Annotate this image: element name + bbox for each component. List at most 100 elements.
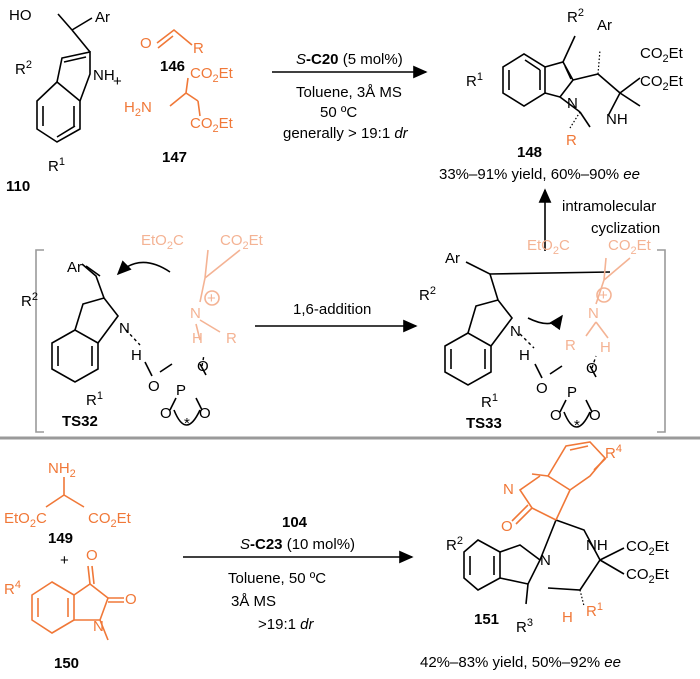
- ts33-oxygen-1: O: [536, 380, 548, 397]
- ts33-chiral-star: *: [574, 417, 580, 434]
- ts32-oxygen-3: O: [160, 405, 172, 422]
- product-aryl-label: Ar: [597, 17, 612, 34]
- ts32-hydrogen: H: [131, 347, 142, 364]
- ts32-chiral-star: *: [184, 415, 190, 432]
- ts32-r-label: R: [226, 330, 237, 347]
- ts33-ester-right: CO2Et: [608, 237, 652, 257]
- aryl-label: Ar: [95, 9, 110, 26]
- ts32-label: TS32: [62, 413, 98, 430]
- ts33-structure: [444, 257, 631, 428]
- ts33-phosphorus: P: [567, 384, 577, 401]
- ts32-iminium-h: H: [192, 330, 203, 347]
- isatin-r4: R4: [4, 579, 21, 598]
- ts33-iminium-n: N: [588, 305, 599, 322]
- ts32-aryl: Ar: [67, 259, 82, 276]
- product-nh-label: NH: [606, 111, 628, 128]
- top-condition-dr: generally > 19:1 dr: [283, 125, 409, 142]
- compound-110-label: 110: [6, 178, 30, 195]
- ts32-iminium-n: N: [190, 305, 201, 322]
- oxindole-nitrogen: N: [503, 481, 514, 498]
- ts32-r2: R2: [21, 291, 38, 310]
- ts33-aryl: Ar: [445, 250, 460, 267]
- compound-146-label: 146: [160, 58, 185, 75]
- oxindole-oxygen: O: [501, 518, 513, 535]
- ts-bracket-frame: [35, 249, 666, 433]
- ester-label-top: CO2Et: [190, 65, 234, 85]
- ts33-iminium-h: H: [600, 339, 611, 356]
- ts32-positive-charge: [204, 290, 220, 306]
- ts32-oxygen-1: O: [148, 378, 160, 395]
- ester-label-bottom: CO2Et: [190, 115, 234, 135]
- aldehyde-oxygen: O: [140, 35, 152, 52]
- b149-ester-left: EtO2C: [4, 510, 47, 530]
- top-condition-solvent: Toluene, 3Å MS: [296, 84, 402, 101]
- cyclization-label-2: cyclization: [591, 220, 660, 237]
- product-r1: R1: [586, 601, 603, 620]
- bottom-plus-sign: +: [60, 552, 69, 569]
- ts32-ester-right: CO2Et: [220, 232, 264, 252]
- hydroxy-label: HO: [9, 7, 32, 24]
- top-catalyst: S-C20 (5 mol%): [296, 51, 403, 68]
- product-r3: R3: [516, 617, 533, 636]
- compound-104-label: 104: [282, 514, 308, 531]
- product-n-label: N: [567, 95, 578, 112]
- compound-150-label: 150: [54, 655, 79, 672]
- product-ester-2: CO2Et: [640, 73, 684, 93]
- ts32-oxygen-2: O: [197, 358, 209, 375]
- product-n: N: [540, 552, 551, 569]
- ts32-nitrogen: N: [119, 320, 130, 337]
- ts33-nitrogen: N: [510, 323, 521, 340]
- ts33-r1: R1: [481, 392, 498, 411]
- ts32-r1: R1: [86, 390, 103, 409]
- product-nh: NH: [586, 537, 608, 554]
- r2-label: R2: [15, 59, 32, 78]
- compound-149-label: 149: [48, 530, 73, 547]
- bottom-yield: 42%–83% yield, 50%–92% ee: [420, 654, 621, 671]
- ts32-structure: [51, 249, 241, 426]
- aldehyde-r-label: R: [193, 40, 204, 57]
- ts33-r-label: R: [565, 337, 576, 354]
- bottom-condition-solvent: Toluene, 50 ºC: [228, 570, 326, 587]
- ts33-hydrogen: H: [519, 347, 530, 364]
- ts32-ester-left: EtO2C: [141, 232, 184, 252]
- cyclization-label-1: intramolecular: [562, 198, 656, 215]
- top-condition-temperature: 50 ºC: [320, 104, 357, 121]
- product-h: H: [562, 609, 573, 626]
- bottom-condition-dr: >19:1 dr: [258, 616, 314, 633]
- structure-110: [36, 13, 93, 143]
- structure-148: [502, 35, 641, 129]
- aldehyde-146: [156, 28, 193, 49]
- product-ester-2: CO2Et: [626, 566, 670, 586]
- isatin-oxygen-1: O: [86, 547, 98, 564]
- ts33-oxygen-3: O: [550, 407, 562, 424]
- b149-amine-label: NH2: [48, 460, 76, 480]
- isatin-oxygen-2: O: [125, 591, 137, 608]
- ts33-r2: R2: [419, 285, 436, 304]
- product-r-label: R: [566, 132, 577, 149]
- ts33-oxygen-2: O: [586, 360, 598, 377]
- aminomalonate-147: [169, 77, 201, 117]
- addition-label: 1,6-addition: [293, 301, 371, 318]
- isatin-150: [31, 565, 124, 641]
- ts33-oxygen-4: O: [589, 407, 601, 424]
- ts32-oxygen-4: O: [199, 405, 211, 422]
- ts33-ester-left: EtO2C: [527, 237, 570, 257]
- product-r2-label: R2: [567, 7, 584, 26]
- ts33-label: TS33: [466, 415, 502, 432]
- product-r2: R2: [446, 535, 463, 554]
- product-ester-1: CO2Et: [626, 538, 670, 558]
- ts33-positive-charge: [596, 287, 612, 303]
- ts32-phosphorus: P: [176, 382, 186, 399]
- svg-text:+: +: [599, 287, 608, 304]
- structure-151: [463, 441, 625, 607]
- product-ester-1: CO2Et: [640, 45, 684, 65]
- amine-label: H2N: [124, 99, 152, 119]
- compound-151-label: 151: [474, 611, 499, 628]
- nh-label: NH: [93, 67, 115, 84]
- top-yield: 33%–91% yield, 60%–90% ee: [439, 166, 640, 183]
- plus-sign: +: [113, 73, 122, 90]
- compound-147-label: 147: [162, 149, 187, 166]
- b149-ester-right: CO2Et: [88, 510, 132, 530]
- product-r4: R4: [605, 443, 622, 462]
